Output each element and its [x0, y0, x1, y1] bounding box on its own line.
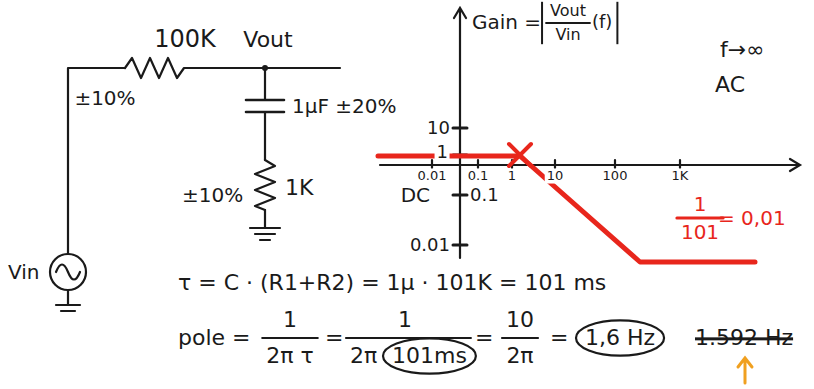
capacitor-symbol	[246, 100, 284, 112]
x-tick-label: 10	[545, 169, 566, 184]
y-axis	[454, 8, 466, 258]
circle-mark	[576, 320, 664, 355]
ground-symbol	[250, 228, 280, 240]
y-tick-label: 10	[427, 118, 450, 139]
wire	[264, 112, 266, 160]
pole-mark	[509, 144, 531, 166]
result: 1,6 Hz	[585, 325, 655, 350]
x-tick-label: 1K	[670, 169, 691, 184]
fraction-denominator: 2π	[506, 343, 533, 368]
x-tick-label: 0.1	[466, 169, 491, 184]
ground-symbol	[56, 290, 80, 311]
fraction-denominator: 101ms	[392, 343, 467, 368]
fraction-denominator: 2π	[350, 343, 377, 368]
formula: pole =	[178, 325, 251, 350]
fraction-denominator: 101	[681, 221, 719, 244]
absolute-bar	[616, 2, 618, 44]
measured-marks	[262, 2, 723, 374]
y-tick-label: 1	[435, 142, 450, 163]
formula: =	[550, 325, 568, 350]
x-tick-label: 0.01	[416, 169, 449, 184]
result: = 0,01	[718, 207, 786, 230]
voltage-source-symbol	[50, 254, 86, 290]
y-ticks	[453, 128, 467, 245]
note: f→∞	[720, 37, 765, 62]
formula: τ = C · (R1+R2) = 1µ · 101K = 101 ms	[178, 270, 606, 295]
fraction-bar	[346, 337, 471, 339]
resistor-symbol	[125, 58, 190, 78]
fraction-denominator: 2π τ	[266, 343, 313, 368]
formula: =	[325, 325, 343, 350]
node-dot	[262, 65, 268, 71]
resistor-value: 100K	[154, 26, 216, 54]
tolerance: ±10%	[182, 184, 243, 207]
wire	[264, 68, 266, 100]
resistor-symbol	[255, 160, 275, 210]
y-tick-label: 0.01	[410, 235, 450, 256]
x-ticks	[432, 160, 680, 168]
x-tick-label: 100	[601, 169, 630, 184]
bode-curve	[378, 156, 755, 262]
fraction-bar	[677, 217, 723, 220]
fraction-denominator: Vin	[555, 26, 580, 44]
circle-mark	[383, 338, 476, 373]
source-name: Vin	[8, 261, 39, 284]
fraction-numerator: 1	[283, 307, 297, 332]
fraction-bar	[262, 337, 317, 339]
absolute-bar	[541, 2, 543, 44]
note: DC	[401, 184, 430, 207]
axis-title: (f)	[592, 12, 612, 33]
fraction-numerator: Vout	[550, 2, 586, 20]
pointer-arrow	[738, 358, 752, 383]
capacitor-value: 1µF ±20%	[292, 95, 397, 118]
sine-symbol	[56, 265, 80, 280]
crossed-out-result: 1.592 Hz	[695, 325, 793, 350]
resistor-value: 1K	[285, 175, 313, 200]
formula: =	[475, 325, 493, 350]
fraction-numerator: 1	[694, 193, 707, 216]
fraction-bar	[546, 22, 590, 24]
axis-title: Gain =	[472, 11, 541, 34]
fraction-numerator: 1	[398, 307, 412, 332]
y-tick-label: 0.1	[470, 185, 499, 206]
x-tick-label: 1	[506, 169, 518, 184]
tolerance: ±10%	[74, 87, 135, 110]
fraction-bar	[502, 337, 538, 339]
node-name: Vout	[243, 27, 292, 52]
note: AC	[715, 72, 745, 97]
fraction-numerator: 10	[506, 307, 534, 332]
wire	[264, 210, 266, 228]
